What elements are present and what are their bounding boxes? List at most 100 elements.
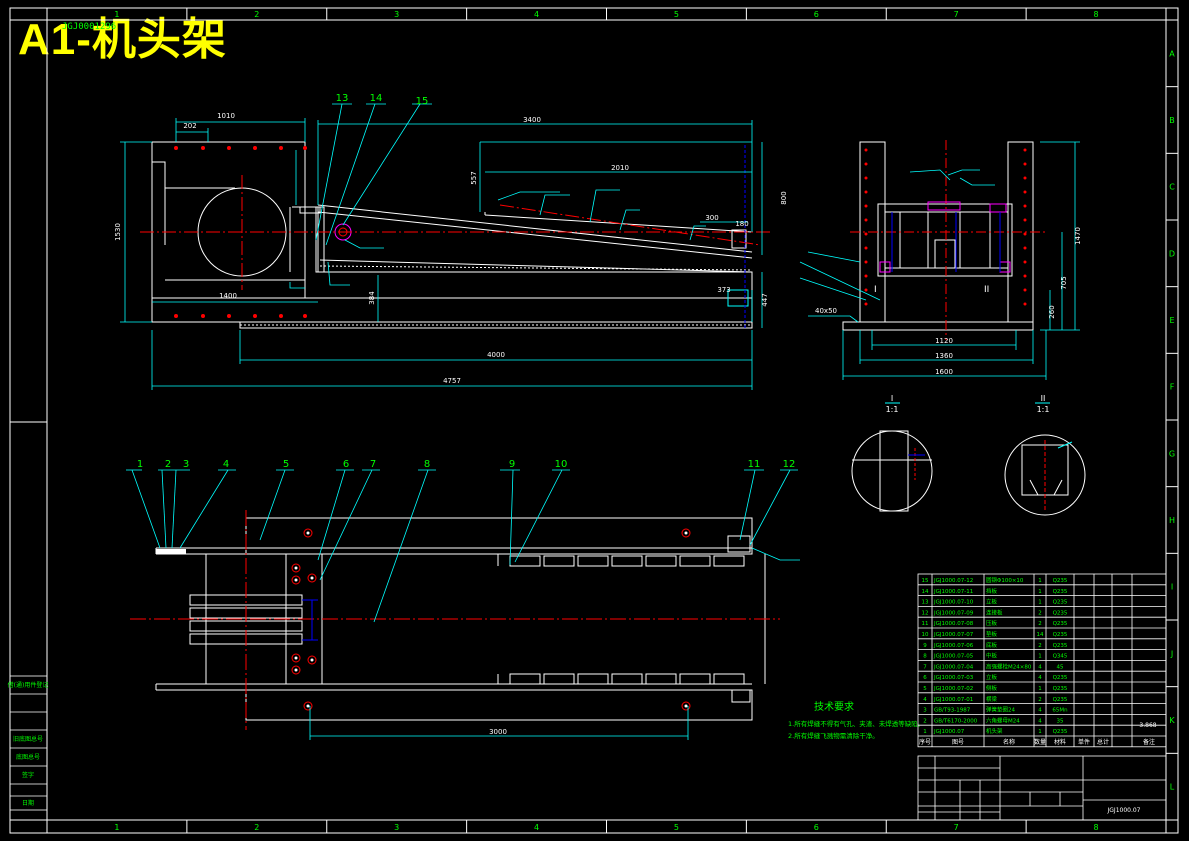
bom-cell-code: JGJ1000.07 <box>933 729 965 735</box>
dim-2010: 2010 <box>611 164 629 172</box>
bom-header-cell: 图号 <box>952 739 964 746</box>
bom-cell-qty: 4 <box>1038 718 1042 724</box>
bom-cell-code: GB/T93-1987 <box>934 708 971 714</box>
bom-cell-no: 11 <box>922 621 929 627</box>
bom-cell-material: 45 <box>1057 664 1064 670</box>
bom-cell-name: 机头架 <box>986 727 1003 735</box>
spacer-plate <box>645 673 677 685</box>
spacer-plate <box>543 555 575 567</box>
bom-header-cell: 序号 <box>919 738 931 746</box>
bolt-center <box>310 576 314 580</box>
grid-row-label: K <box>1169 716 1175 725</box>
bolt-hole <box>864 204 868 208</box>
dim-705: 705 <box>1060 276 1068 289</box>
grid-row-label: C <box>1169 183 1175 192</box>
bom-cell-no: 7 <box>923 664 927 670</box>
callout-9: 9 <box>509 459 515 470</box>
callout-4: 4 <box>223 459 229 470</box>
bom-cell-material: 65Mn <box>1052 708 1068 714</box>
grid-col-label: 1 <box>114 823 119 832</box>
bolt-hole <box>864 260 868 264</box>
bolt-hole <box>1023 176 1027 180</box>
grid-col-label: 2 <box>254 823 259 832</box>
dim-1400: 1400 <box>219 292 237 300</box>
stamp-label-1: 借(通)用件登记 <box>8 681 49 689</box>
bolt-circle <box>307 655 317 665</box>
dim-40x50: 40x50 <box>815 307 837 315</box>
bolt-hole <box>201 146 205 150</box>
bom-cell-name: 高强螺栓M24×80 <box>986 662 1032 670</box>
bom-cell-material: Q235 <box>1053 632 1068 638</box>
section-mark-II: II <box>984 285 989 295</box>
bom-cell-material: Q235 <box>1053 578 1068 584</box>
bolt-hole <box>864 218 868 222</box>
callout-1: 1 <box>137 459 143 470</box>
bom-cell-no: 12 <box>922 610 929 616</box>
spacer-plate <box>679 673 711 685</box>
callout-6: 6 <box>343 459 349 470</box>
bolt-center <box>306 704 310 708</box>
callout-15: 15 <box>416 96 429 107</box>
bom-cell-name: 压板 <box>986 619 998 627</box>
bom-cell-qty: 2 <box>1038 610 1042 616</box>
bom-mass: 3.868 <box>1139 722 1156 729</box>
dim-1470: 1470 <box>1074 227 1082 245</box>
bom-cell-no: 14 <box>922 589 929 595</box>
dim-557: 557 <box>470 171 478 184</box>
bom-cell-name: 中板 <box>986 652 998 660</box>
bom-cell-code: JGJ1000.07-08 <box>933 621 974 627</box>
grid-col-label: 2 <box>254 10 259 19</box>
dim-1010: 1010 <box>217 112 235 120</box>
spacer-plate <box>577 555 609 567</box>
spacer-plate <box>713 673 745 685</box>
bolt-hole <box>253 314 257 318</box>
bom-cell-code: JGJ1000.07-10 <box>933 600 974 606</box>
bolt-hole <box>303 314 307 318</box>
dim-4000: 4000 <box>487 351 505 359</box>
bom-cell-qty: 4 <box>1038 664 1042 670</box>
bom-cell-name: 侧板 <box>986 684 998 692</box>
bom-cell-material: Q235 <box>1053 600 1068 606</box>
bom-cell-qty: 1 <box>1038 654 1042 660</box>
grid-col-label: 3 <box>394 10 399 19</box>
bolt-hole <box>174 146 178 150</box>
bolt-center <box>294 578 298 582</box>
bom-header-cell: 名称 <box>1003 738 1015 746</box>
dim-373: 373 <box>717 286 730 294</box>
bolt-hole <box>201 314 205 318</box>
grid-row-label: H <box>1169 516 1175 525</box>
detail-I-scale: 1:1 <box>886 405 899 414</box>
bolt-hole <box>864 148 868 152</box>
dim-1120: 1120 <box>935 337 953 345</box>
callout-14: 14 <box>370 93 383 104</box>
bolt-hole <box>1023 204 1027 208</box>
drawing-code: JGJ0001296 <box>62 22 117 32</box>
bom-cell-material: Q235 <box>1053 686 1068 692</box>
bolt-center <box>684 531 688 535</box>
bom-cell-no: 10 <box>922 632 929 638</box>
bolt-hole <box>1023 162 1027 166</box>
bom-cell-no: 3 <box>923 708 927 714</box>
dim-260: 260 <box>1048 305 1056 318</box>
spacer-plate <box>645 555 677 567</box>
drawing-title: A1-机头架 <box>18 15 227 64</box>
grid-col-label: 5 <box>674 823 679 832</box>
bolt-center <box>294 668 298 672</box>
bom-cell-qty: 4 <box>1038 675 1042 681</box>
grid-col-label: 8 <box>1094 10 1099 19</box>
tech-req-line-2: 2.所有焊缝飞溅物需清除干净。 <box>788 731 879 740</box>
bom-cell-name: 圆钢Φ100×10 <box>986 576 1024 584</box>
plan-view: 3000 1 2 3 4 5 6 7 8 9 10 11 12 <box>126 459 800 740</box>
grid-row-label: A <box>1169 49 1175 58</box>
grid-col-label: 5 <box>674 10 679 19</box>
bolt-hole <box>864 246 868 250</box>
bom-cell-qty: 4 <box>1038 708 1042 714</box>
detail-II-label: II <box>1041 394 1046 403</box>
bolt-hole <box>1023 246 1027 250</box>
bom-cell-no: 2 <box>923 718 927 724</box>
bom-cell-material: Q235 <box>1053 621 1068 627</box>
dim-3000: 3000 <box>489 728 507 736</box>
callout-10: 10 <box>555 459 568 470</box>
bom-cell-qty: 1 <box>1038 686 1042 692</box>
